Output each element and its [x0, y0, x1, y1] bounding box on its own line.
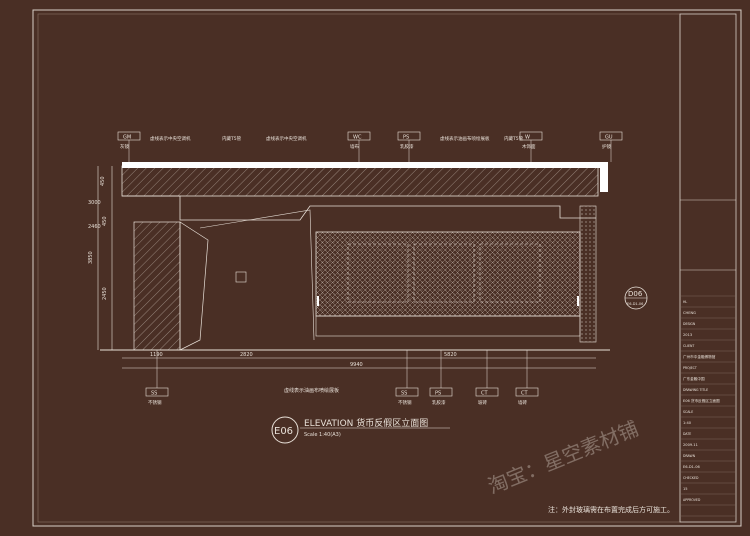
right-pilaster: [579, 205, 597, 343]
panel-value: 15: [683, 487, 688, 491]
ceiling-slab: [121, 165, 599, 197]
top-note: 虚线表示中央空调机: [266, 135, 307, 142]
panel-label: APPROVED: [683, 498, 701, 502]
panel-value: E06 货币反假区立面图: [683, 398, 720, 403]
dim-bottom: 9940: [350, 362, 363, 368]
panel-label: HL: [683, 300, 687, 304]
callout-code: PS: [403, 135, 409, 141]
left-panel: [133, 221, 181, 351]
top-material-callouts: GM 灰镜 WC 墙布 PS 乳胶漆 W 木饰面 GU 护镜: [117, 131, 623, 162]
top-note: 内藏T5管: [504, 135, 524, 142]
panel-value: CHENG: [683, 311, 696, 315]
top-notes: 虚线表示中央空调机 内藏T5管 虚线表示中央空调机 虚线表示油画布喷绘展板 内藏T5管: [150, 135, 524, 142]
panel-value: 广东金融中国: [683, 376, 705, 381]
panel-label: DESIGN: [683, 322, 696, 326]
callout-code: PS: [435, 391, 441, 397]
drawing-title-text: ELEVATION 货币反假区立面图: [304, 417, 428, 429]
callout-label: 护镜: [602, 143, 611, 150]
callout-label: 墙布: [350, 143, 359, 150]
callout-label: 不锈钢: [148, 399, 162, 406]
title-badge: E06: [274, 426, 293, 437]
panel-label: PROJECT: [683, 366, 697, 370]
callout-box: [429, 387, 453, 397]
callout-code: WC: [353, 135, 362, 141]
callout-label: 灰镜: [120, 143, 129, 150]
dim-left: 3850: [88, 251, 94, 264]
left-dimensions: 450 3000 2460 2450 3850 450: [88, 166, 113, 350]
panel-label: DRAWING TITLE: [683, 388, 708, 392]
dim-bottom: 2820: [240, 352, 253, 358]
top-note: 虚线表示油画布喷绘展板: [440, 135, 490, 142]
top-note: 虚线表示中央空调机: [150, 135, 191, 142]
callout-code: CT: [521, 391, 528, 397]
bottom-note: 虚线表示油画布喷绘展板: [284, 387, 339, 394]
display-panel: [347, 243, 409, 303]
title-panel: HL DESIGN CLIENT PROJECT DRAWING TITLE SCALE D…: [679, 13, 737, 523]
callout-code: SS: [151, 391, 157, 397]
watermark: 淘宝：星空素材铺: [484, 416, 641, 498]
section-marker-id: D06: [628, 290, 643, 298]
panel-value: E6-D1-06: [683, 465, 700, 469]
panel-label: CHECKED: [683, 476, 699, 480]
elevation-drawing: [100, 162, 610, 351]
drawing-scale: Scale 1:40(A3): [304, 432, 341, 438]
slanted-wall: [179, 221, 209, 351]
callout-box: [395, 387, 419, 397]
callout-label: 墙砖: [518, 399, 527, 406]
dim-bottom: 1190: [150, 352, 163, 358]
panel-label: DRAWN: [683, 454, 696, 458]
panel-value: 广州市中金融博物馆: [683, 354, 716, 359]
callout-code: CT: [481, 391, 488, 397]
callout-label: 乳胶漆: [432, 399, 446, 406]
footer-note: 注：外封玻璃需在布置完成后方可施工。: [548, 505, 674, 514]
callout-box: [519, 131, 543, 141]
panel-value: 1:40: [683, 421, 692, 425]
callout-box: [475, 387, 499, 397]
wall-outlet: [235, 271, 247, 283]
top-note: 内藏T5管: [222, 135, 242, 142]
dim-left: 450: [100, 176, 106, 186]
callout-label: 乳胶漆: [400, 143, 414, 150]
panel-label: CLIENT: [683, 344, 694, 348]
sheet-border: [32, 9, 742, 527]
panel-value: 2013: [683, 333, 692, 337]
dim-left: 3000: [88, 200, 101, 206]
section-marker: D06 E6-D1-06: [624, 286, 648, 310]
callout-label: 玻砖: [478, 399, 487, 406]
bottom-dimensions: 1190 2820 5820 9940: [122, 352, 596, 369]
callout-code: SS: [401, 391, 407, 397]
callout-box: [145, 387, 169, 397]
section-marker-ref: E6-D1-06: [627, 302, 643, 306]
callout-label: 不锈钢: [398, 399, 412, 406]
panel-label: SCALE: [683, 410, 693, 414]
callout-code: GU: [605, 135, 613, 141]
callout-label: 木饰面: [522, 143, 536, 150]
panel-value: 2009.11: [683, 443, 698, 447]
display-panel: [479, 243, 541, 303]
panel-label: DATE: [683, 432, 691, 436]
dim-left: 450: [102, 216, 108, 226]
dim-bottom: 5820: [444, 352, 457, 358]
dim-left: 2460: [88, 224, 101, 230]
dim-left: 2450: [102, 287, 108, 300]
display-panel: [413, 243, 475, 303]
bottom-material-callouts: SS 不锈钢 SS 不锈钢 PS 乳胶漆 CT 玻砖 CT 墙砖: [145, 350, 539, 406]
callout-code: W: [525, 135, 530, 141]
drawing-title: E06 ELEVATION 货币反假区立面图 Scale 1:40(A3): [271, 416, 450, 444]
callout-box: [515, 387, 539, 397]
callout-code: GM: [123, 135, 131, 141]
ceiling-white-edge: [122, 162, 608, 168]
